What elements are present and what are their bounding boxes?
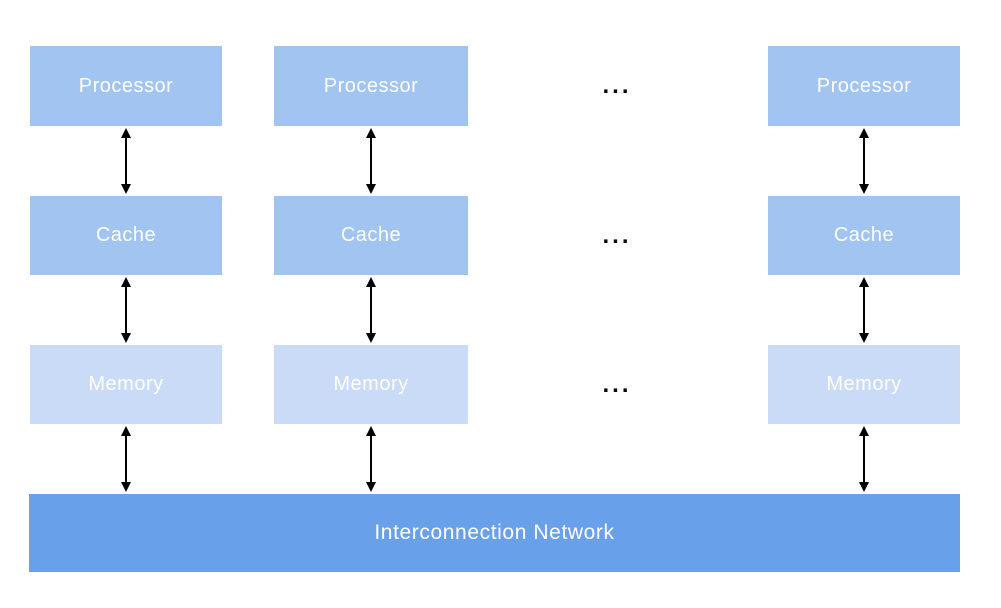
cache-box: Cache (274, 196, 468, 275)
processor-label: Processor (323, 74, 419, 97)
double-arrow-cache-memory (120, 277, 132, 343)
ellipsis: ... (602, 370, 632, 398)
memory-box: Memory (30, 345, 222, 424)
cache-box: Cache (768, 196, 960, 275)
double-arrow-cache-memory (365, 277, 377, 343)
cache-box: Cache (30, 196, 222, 275)
double-arrow-memory-network (365, 426, 377, 492)
processor-label: Processor (816, 74, 912, 97)
memory-box: Memory (768, 345, 960, 424)
processor-box: Processor (30, 46, 222, 126)
double-arrow-processor-cache (365, 128, 377, 194)
ellipsis: ... (602, 221, 632, 249)
interconnection-network-label: Interconnection Network (374, 521, 615, 544)
memory-label: Memory (826, 373, 902, 395)
ellipsis: ... (602, 72, 632, 99)
processor-label: Processor (78, 74, 174, 97)
double-arrow-cache-memory (858, 277, 870, 343)
processor-box: Processor (768, 46, 960, 126)
memory-label: Memory (333, 373, 409, 395)
cache-label: Cache (833, 224, 895, 246)
double-arrow-memory-network (120, 426, 132, 492)
double-arrow-memory-network (858, 426, 870, 492)
cache-label: Cache (340, 224, 402, 246)
memory-box: Memory (274, 345, 468, 424)
interconnection-network-bar: Interconnection Network (29, 494, 960, 572)
double-arrow-processor-cache (120, 128, 132, 194)
cache-label: Cache (95, 224, 157, 246)
processor-box: Processor (274, 46, 468, 126)
double-arrow-processor-cache (858, 128, 870, 194)
memory-label: Memory (88, 373, 164, 395)
